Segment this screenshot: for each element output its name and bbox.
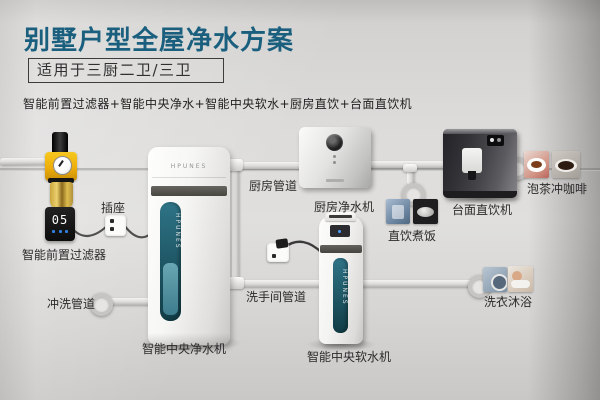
central-purifier-strip: HPUNES xyxy=(160,202,181,321)
riser-pipe xyxy=(232,162,239,284)
brand-logo: HPUNES xyxy=(170,163,208,170)
button-dot xyxy=(333,155,336,158)
central-purifier-label: 智能中央净水机 xyxy=(142,342,227,356)
tea-label: 泡茶 xyxy=(527,182,552,196)
kitchen-pipe-label: 厨房管道 xyxy=(249,179,298,193)
central-purifier-base xyxy=(148,333,230,345)
cook-branch-pipe xyxy=(407,166,414,185)
countertop-dispenser-label: 台面直饮机 xyxy=(452,203,513,217)
pipe-joint-branch xyxy=(403,164,417,172)
wall-socket-left xyxy=(105,215,126,236)
suitability-badge: 适用于三厨二卫/三卫 xyxy=(28,58,224,83)
socket-label: 插座 xyxy=(101,201,126,215)
countertop-shadow xyxy=(443,194,521,204)
panel-seam xyxy=(152,177,226,178)
cook-rice-label: 煮饭 xyxy=(412,229,437,243)
softener-band xyxy=(320,245,362,253)
flush-pipe xyxy=(96,298,154,305)
softener-cap-band xyxy=(329,215,352,218)
prefilter-top-fitting xyxy=(52,132,68,156)
direct-drink-photo-icon xyxy=(386,199,410,224)
prefilter-bottle xyxy=(50,182,73,209)
kitchen-purifier xyxy=(299,127,371,188)
softener-strip: HPUNES xyxy=(333,258,348,333)
prefilter-indicator-dots xyxy=(52,230,68,233)
coffee-photo-icon xyxy=(552,151,580,178)
strip-brand-text: HPUNES xyxy=(341,268,348,306)
pipe-joint-top xyxy=(228,159,243,171)
laundry-label: 洗衣 xyxy=(484,295,509,309)
countertop-display xyxy=(487,135,504,146)
softener-label: 智能中央软水机 xyxy=(307,350,392,364)
kitchen-pipe xyxy=(236,162,306,169)
inlet-pipe xyxy=(0,158,62,165)
laundry-photo-icon xyxy=(483,267,507,292)
pipe-joint-bottom xyxy=(227,277,244,289)
bath-label: 沐浴 xyxy=(508,295,533,309)
pipe-ring-flush xyxy=(90,293,113,316)
coffee-label: 冲咖啡 xyxy=(551,182,588,196)
central-softener: HPUNES xyxy=(319,212,363,344)
page-title: 别墅户型全屋净水方案 xyxy=(24,26,295,56)
cook-rice-photo-icon xyxy=(413,199,438,224)
strip-label-plate xyxy=(163,263,178,315)
flush-pipe-label: 冲洗管道 xyxy=(47,297,96,311)
direct-drink-label: 直饮 xyxy=(388,229,413,243)
prefilter-display-value: 05 xyxy=(51,213,69,227)
prefilter-label: 智能前置过滤器 xyxy=(22,248,107,262)
central-purifier-band xyxy=(151,186,227,196)
power-plug xyxy=(275,238,289,249)
prefilter-display: 05 xyxy=(45,207,75,241)
bath-photo-icon xyxy=(508,266,533,292)
strip-brand-text: HPUNES xyxy=(174,212,181,250)
countertop-dispenser xyxy=(443,129,517,198)
brand-mark xyxy=(326,179,344,182)
product-combo-description: 智能前置过滤器+智能中央净水+智能中央软水+厨房直饮+台面直饮机 xyxy=(23,97,413,111)
countertop-top-panel xyxy=(443,129,517,134)
prefilter-collar xyxy=(48,178,74,183)
kitchen-purifier-label: 厨房净水机 xyxy=(314,200,375,214)
countertop-base xyxy=(443,191,517,198)
button-dot xyxy=(333,161,336,164)
softener-display xyxy=(330,225,350,237)
washroom-pipe-label: 洗手间管道 xyxy=(246,290,307,304)
tea-photo-icon xyxy=(524,151,549,178)
dispenser-nozzle-icon xyxy=(468,171,476,180)
central-purifier: HPUNES HPUNES xyxy=(148,147,230,345)
dispenser-spout xyxy=(462,148,482,173)
pressure-gauge-icon xyxy=(53,156,72,175)
faucet-lens-icon xyxy=(326,134,343,151)
